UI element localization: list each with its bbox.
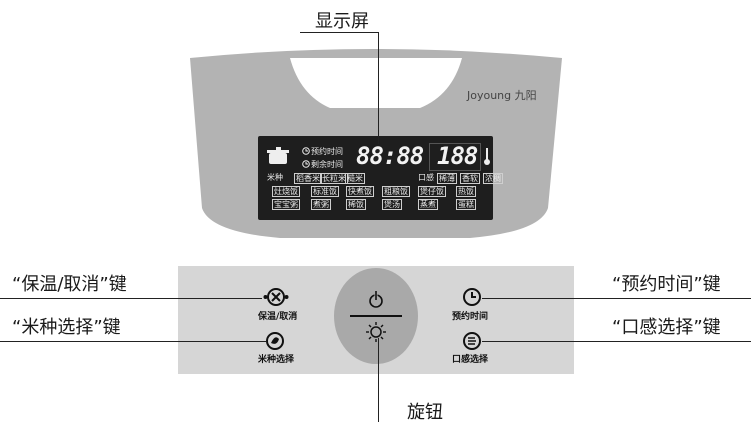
lcd-indicator: 浓稠 <box>483 173 503 184</box>
lcd-indicator: 蒸煮 <box>418 199 438 210</box>
lcd-indicator: 糙米 <box>345 173 365 184</box>
lcd-indicator: 蛋糕 <box>456 199 476 210</box>
rice-type-label: 米种选择 <box>258 355 295 365</box>
lcd-time-digits: 88:88 <box>356 142 424 170</box>
knob-symbols <box>350 290 402 342</box>
rice-type-callout: “米种选择”键 <box>12 317 121 338</box>
lcd-remaining-label: 剩余时间 <box>311 160 343 169</box>
clock-icon <box>302 147 310 155</box>
schedule-time-label: 预约时间 <box>452 312 489 322</box>
lcd-indicator: 口感 <box>418 173 434 182</box>
lcd-indicator: 煲仔饭 <box>418 186 446 197</box>
keep-warm-cancel-label: 保温/取消 <box>258 312 298 322</box>
lcd-indicator: 煲汤 <box>382 199 402 210</box>
lcd-schedule-label: 预约时间 <box>311 147 343 156</box>
lcd-indicator: 煮粥 <box>311 199 331 210</box>
lcd-temp-frame <box>429 143 481 171</box>
lcd-indicator: 香软 <box>460 173 480 184</box>
knob-leader-line <box>378 338 379 422</box>
clock-button-icon[interactable] <box>461 286 483 308</box>
lcd-indicator: 稻香米 <box>294 173 322 184</box>
lcd-indicator: 米种 <box>267 173 283 182</box>
texture-label: 口感选择 <box>452 355 489 365</box>
cancel-x-icon[interactable] <box>263 286 289 308</box>
lcd-display <box>258 136 493 220</box>
lcd-indicator: 宝宝粥 <box>272 199 300 210</box>
schedule-callout: “预约时间”键 <box>612 274 721 295</box>
display-leader-line <box>378 32 379 144</box>
keep-warm-leader-line <box>0 298 262 299</box>
clock-icon <box>302 160 310 168</box>
lcd-indicator: 灶烧饭 <box>272 186 300 197</box>
faceplate <box>190 49 562 238</box>
thermometer-icon <box>484 148 490 165</box>
pot-icon <box>267 147 289 164</box>
lcd-indicator: 稀薄 <box>437 173 457 184</box>
knob-callout: 旋钮 <box>407 402 443 423</box>
lcd-indicator: 粗粮饭 <box>382 186 410 197</box>
rice-type-icon[interactable] <box>264 330 286 352</box>
lcd-indicator: 稀饭 <box>346 199 366 210</box>
texture-leader-line <box>482 341 751 342</box>
lcd-indicator: 长粒米 <box>320 173 348 184</box>
lcd-indicator: 快煮饭 <box>346 186 374 197</box>
lcd-temp-digits: 188 <box>437 142 478 170</box>
texture-icon[interactable] <box>461 330 483 352</box>
brand-logo: Joyoung 九阳 <box>467 89 537 102</box>
texture-callout: “口感选择”键 <box>612 317 721 338</box>
rice-type-leader-line <box>0 341 266 342</box>
keep-warm-callout: “保温/取消”键 <box>12 274 127 295</box>
lcd-indicator: 热饭 <box>456 186 476 197</box>
lcd-indicator: 标准饭 <box>311 186 339 197</box>
display-callout: 显示屏 <box>315 11 369 32</box>
schedule-leader-line <box>482 298 751 299</box>
display-leader-line-h <box>300 32 378 33</box>
